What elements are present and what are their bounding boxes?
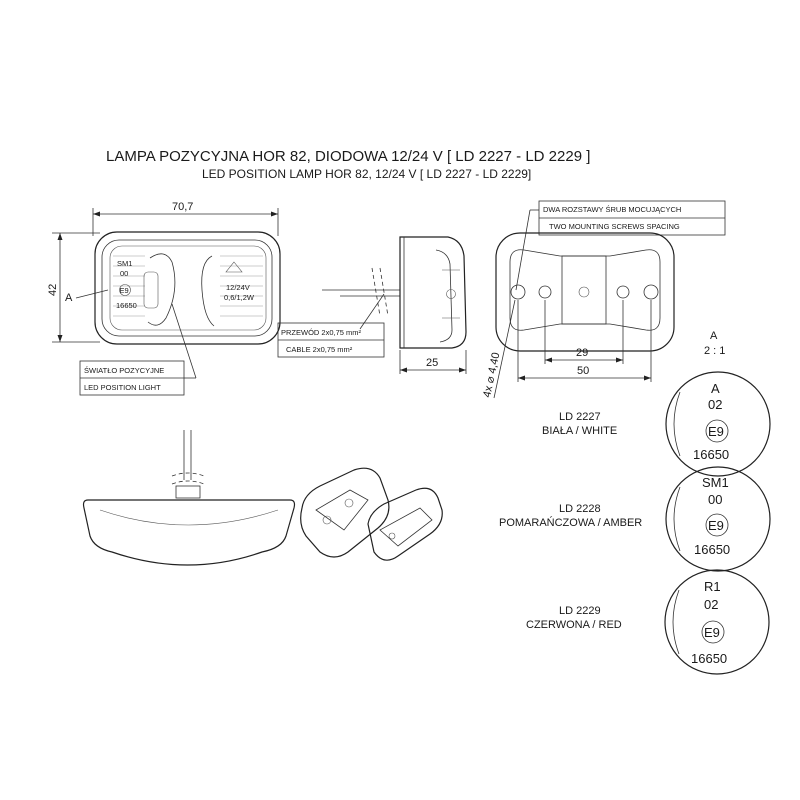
perspective-view xyxy=(300,467,443,561)
mounting-note-english: TWO MOUNTING SCREWS SPACING xyxy=(549,222,680,231)
lens-marking-left-3: E9 xyxy=(120,286,129,295)
mounting-note-polish: DWA ROZSTAWY ŚRUB MOCUJĄCYCH xyxy=(543,205,681,214)
lens-marking-right-1: 12/24V xyxy=(226,283,250,292)
marking-line-1: A xyxy=(711,381,720,396)
variant-code: LD 2228 xyxy=(559,503,601,515)
callout-polish: ŚWIATŁO POZYCYJNE xyxy=(84,366,164,375)
lens-marking-right-2: 0,6/1,2W xyxy=(224,293,255,302)
spacing-inner-dimension: 29 xyxy=(576,347,588,359)
marking-line-1: R1 xyxy=(704,579,721,594)
variant-red: LD 2229 CZERWONA / RED R1 02 E9 16650 xyxy=(526,569,770,675)
variant-color: CZERWONA / RED xyxy=(526,619,622,631)
title-english: LED POSITION LAMP HOR 82, 12/24 V [ LD 2… xyxy=(202,167,531,181)
depth-dimension: 25 xyxy=(426,357,438,369)
variant-code: LD 2227 xyxy=(559,411,601,423)
height-dimension: 42 xyxy=(47,284,59,296)
variant-code: LD 2229 xyxy=(559,605,601,617)
marking-line-2: 00 xyxy=(708,492,722,507)
marking-line-3: E9 xyxy=(704,625,720,640)
lens-marking-left-4: 16650 xyxy=(116,301,137,310)
lens-marking-left-1: SM1 xyxy=(117,259,132,268)
marking-line-3: E9 xyxy=(708,424,724,439)
detail-reference-label: A xyxy=(65,292,73,304)
spacing-outer-dimension: 50 xyxy=(577,365,589,377)
detail-scale: 2 : 1 xyxy=(704,345,725,357)
marking-line-4: 16650 xyxy=(693,447,729,462)
side-view: 25 PRZEWÓD 2x0,75 mm² CABLE 2x0,75 mm² xyxy=(277,236,467,374)
marking-line-2: 02 xyxy=(708,397,722,412)
variant-white: LD 2227 BIAŁA / WHITE A 02 E9 16650 xyxy=(542,371,771,477)
detail-label: A xyxy=(710,330,718,342)
marking-line-4: 16650 xyxy=(694,542,730,557)
variant-color: BIAŁA / WHITE xyxy=(542,425,617,437)
rear-view: DWA ROZSTAWY ŚRUB MOCUJĄCYCH TWO MOUNTIN… xyxy=(481,200,726,399)
variant-color: POMARAŃCZOWA / AMBER xyxy=(499,516,642,529)
callout-english: LED POSITION LIGHT xyxy=(84,383,161,392)
title-polish: LAMPA POZYCYJNA HOR 82, DIODOWA 12/24 V … xyxy=(106,148,590,165)
width-dimension: 70,7 xyxy=(172,201,193,213)
cable-label-polish: PRZEWÓD 2x0,75 mm² xyxy=(281,328,362,337)
marking-line-1: SM1 xyxy=(702,475,729,490)
lens-marking-left-2: 00 xyxy=(120,269,128,278)
variant-amber: LD 2228 POMARAŃCZOWA / AMBER SM1 00 E9 1… xyxy=(499,466,771,572)
cable-label-english: CABLE 2x0,75 mm² xyxy=(286,345,353,354)
marking-line-3: E9 xyxy=(708,518,724,533)
marking-line-4: 16650 xyxy=(691,651,727,666)
front-view: 70,7 42 SM1 00 E9 16650 xyxy=(47,201,281,396)
cross-section-view xyxy=(82,430,296,566)
marking-line-2: 02 xyxy=(704,597,718,612)
